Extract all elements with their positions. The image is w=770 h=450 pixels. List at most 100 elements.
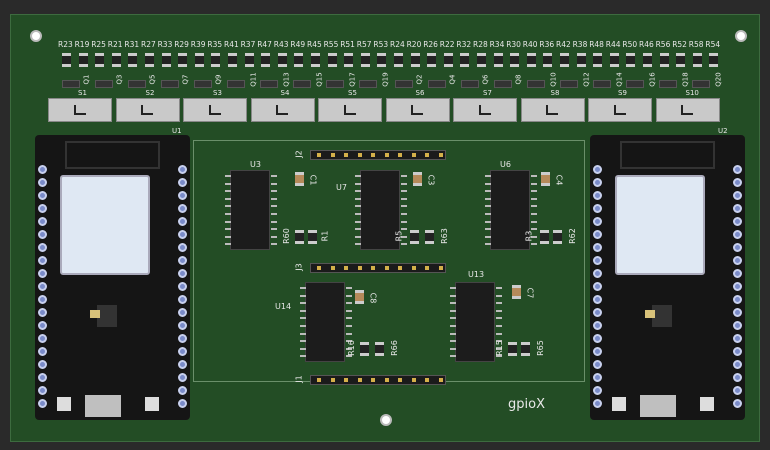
- switch-label: S4: [280, 89, 290, 97]
- pin-pad: [178, 256, 187, 265]
- transistor: [461, 80, 479, 88]
- button: [145, 397, 159, 411]
- resistor-label: R48: [589, 40, 604, 49]
- pin-pad: [593, 321, 602, 330]
- pin-pad: [178, 243, 187, 252]
- resistor-label: R33: [157, 40, 173, 49]
- resistor-label: R22: [439, 40, 455, 49]
- resistor-label: R55: [323, 40, 339, 49]
- transistor-label: Q15: [315, 72, 324, 87]
- capacitor-label: C8: [368, 292, 378, 304]
- pin-pad: [593, 386, 602, 395]
- pin-pad: [178, 295, 187, 304]
- slide-switch[interactable]: [318, 98, 382, 122]
- pin-pad: [38, 334, 47, 343]
- capacitor: [295, 172, 304, 186]
- rf-shield: [615, 175, 705, 275]
- slide-switch[interactable]: [453, 98, 517, 122]
- slide-switch[interactable]: [588, 98, 652, 122]
- pin-pad: [178, 321, 187, 330]
- resistor: [460, 53, 470, 67]
- resistor: [543, 53, 553, 67]
- slide-switch[interactable]: [48, 98, 112, 122]
- pin-pad: [593, 243, 602, 252]
- pin-pad: [178, 178, 187, 187]
- pin-pad: [733, 230, 742, 239]
- capacitor: [355, 290, 364, 304]
- pin-pad: [593, 334, 602, 343]
- transistor-label: Q13: [282, 72, 291, 87]
- resistor-label: R26: [423, 40, 438, 49]
- resistor-label: R37: [240, 40, 256, 49]
- resistor: [327, 53, 337, 67]
- pin-pad: [38, 282, 47, 291]
- button: [612, 397, 626, 411]
- resistor: [294, 53, 304, 67]
- capacitor: [512, 285, 521, 299]
- slide-switch[interactable]: [115, 98, 180, 122]
- slide-switch[interactable]: [183, 98, 247, 122]
- ic-label: U13: [468, 270, 485, 279]
- transistor: [626, 80, 644, 88]
- header-label: J3: [294, 263, 304, 271]
- slide-switch[interactable]: [520, 98, 585, 122]
- pin-pad: [593, 399, 602, 408]
- resistor-label: R63: [439, 228, 449, 244]
- resistor: [375, 342, 384, 356]
- ic-label: U6: [500, 160, 511, 169]
- capacitor-label: C1: [308, 174, 318, 186]
- capacitor-label: C3: [426, 174, 436, 186]
- ic-label: U3: [250, 160, 261, 169]
- resistor-label: R32: [456, 40, 472, 49]
- pin-pad: [733, 178, 742, 187]
- antenna-trace: [620, 141, 715, 169]
- resistor: [377, 53, 387, 67]
- resistor-label: R50: [622, 40, 638, 49]
- resistor: [560, 53, 569, 67]
- pin-pad: [38, 178, 47, 187]
- transistor: [692, 80, 710, 88]
- pin-pad: [178, 269, 187, 278]
- slide-switch[interactable]: [250, 98, 315, 122]
- pin-pad: [178, 230, 187, 239]
- resistor-label: R28: [473, 40, 488, 49]
- transistor: [326, 80, 344, 88]
- button: [57, 397, 71, 411]
- resistor: [360, 53, 370, 67]
- ic-chip: [355, 170, 407, 250]
- resistor: [659, 53, 669, 67]
- resistor: [676, 53, 686, 67]
- antenna-trace: [65, 141, 160, 169]
- slide-switch[interactable]: [655, 98, 720, 122]
- pin-header: [310, 150, 446, 160]
- mounting-hole: [30, 30, 42, 42]
- header-label: J2: [294, 150, 304, 158]
- resistor: [78, 53, 88, 67]
- pin-pad: [38, 347, 47, 356]
- resistor-label: R47: [257, 40, 272, 49]
- resistor-label: R31: [124, 40, 140, 49]
- transistor: [359, 80, 377, 88]
- resistor: [521, 342, 530, 356]
- resistor: [295, 230, 304, 244]
- switch-label: S9: [618, 89, 627, 97]
- pin-pad: [733, 243, 742, 252]
- slide-switch[interactable]: [385, 98, 450, 122]
- pin-pad: [178, 308, 187, 317]
- pin-pad: [178, 334, 187, 343]
- resistor-label: R40: [522, 40, 538, 49]
- resistor: [709, 53, 719, 67]
- pin-pad: [733, 204, 742, 213]
- resistor-label: R30: [506, 40, 521, 49]
- pin-pad: [593, 256, 602, 265]
- board-silk-text: gpioX: [508, 397, 545, 412]
- resistor: [643, 53, 652, 67]
- resistor: [128, 53, 138, 67]
- pin-pad: [178, 373, 187, 382]
- transistor: [227, 80, 245, 88]
- pin-pad: [38, 308, 47, 317]
- resistor-label: R53: [373, 40, 389, 49]
- ic-label: U7: [336, 183, 347, 192]
- resistor-label: R43: [273, 40, 289, 49]
- resistor-label: R46: [639, 40, 654, 49]
